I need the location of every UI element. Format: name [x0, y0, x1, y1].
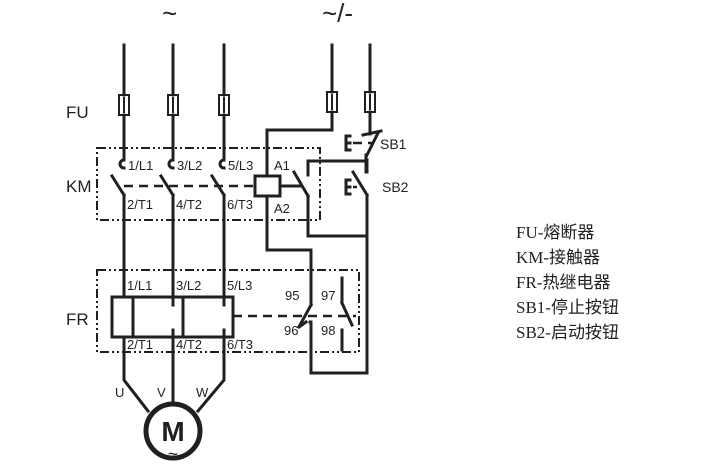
- fr-nc-contact: [297, 302, 314, 328]
- motor: [143, 401, 203, 461]
- km-contact-l1-top: [118, 158, 126, 170]
- sb2-actuator-icon: [344, 178, 352, 196]
- km-terminal-out-3: 6/T3: [227, 197, 253, 212]
- legend-item-fu: FU-熔断器: [516, 223, 595, 242]
- km-terminal-in-3: 5/L3: [228, 158, 253, 173]
- motor-lead-u: [122, 360, 151, 414]
- fr-terminal-out-1: 2/T1: [127, 337, 153, 352]
- coil-a2-label: A2: [274, 201, 290, 216]
- km-aux-contact: [291, 169, 311, 199]
- control-line-1: [265, 43, 338, 175]
- ac-supply-symbol: ~: [162, 0, 177, 28]
- legend-item-sb2: SB2-启动按钮: [516, 323, 619, 342]
- fr-terminal-in-1: 1/L1: [127, 278, 152, 293]
- phase-v-label: V: [157, 385, 166, 400]
- km-terminal-out-1: 2/T1: [127, 197, 153, 212]
- fr-terminal-out-3: 6/T3: [227, 337, 253, 352]
- phase-w-label: W: [196, 385, 209, 400]
- fr-terminal-96: 96: [284, 323, 298, 338]
- km-contact-l3-top: [218, 158, 226, 170]
- fr-terminal-in-3: 5/L3: [227, 278, 252, 293]
- km-enclosure: [96, 147, 321, 221]
- km-contact-l2-top: [167, 158, 175, 170]
- sb1-blade: [364, 130, 381, 158]
- km-terminal-in-1: 1/L1: [128, 158, 153, 173]
- fr-terminal-out-2: 4/T2: [176, 337, 202, 352]
- fr-enclosure: [96, 269, 360, 353]
- legend-item-km: KM-接触器: [516, 248, 601, 267]
- km-contact-l2-blade: [158, 173, 176, 198]
- fr-terminal-95: 95: [285, 288, 299, 303]
- control-line-2: [361, 43, 383, 174]
- fu-label: FU: [66, 103, 89, 122]
- motor-ac-symbol: ~: [168, 444, 179, 464]
- km-terminal-in-2: 3/L2: [177, 158, 202, 173]
- km-label: KM: [66, 177, 92, 196]
- coil-a1-label: A1: [274, 158, 290, 173]
- fr-terminal-in-2: 3/L2: [176, 278, 201, 293]
- sb1-actuator-icon: [344, 134, 352, 152]
- motor-lead-w: [195, 360, 226, 414]
- phase-line-l2: [158, 43, 179, 402]
- km-contact-l1-blade: [109, 173, 127, 198]
- motor-symbol: M: [161, 416, 184, 447]
- fr-terminal-97: 97: [321, 288, 335, 303]
- acdc-supply-symbol: ~/-: [322, 0, 353, 28]
- phase-u-label: U: [115, 385, 124, 400]
- km-terminal-out-2: 4/T2: [176, 197, 202, 212]
- sb2-label: SB2: [382, 179, 409, 195]
- km-coil: [253, 174, 282, 198]
- legend-item-sb1: SB1-停止按钮: [516, 298, 619, 317]
- fr-no-contact: [340, 301, 354, 327]
- fr-terminal-98: 98: [321, 323, 335, 338]
- legend-item-fr: FR-热继电器: [516, 273, 611, 292]
- legend: FU-熔断器 KM-接触器 FR-热继电器 SB1-停止按钮 SB2-启动按钮: [516, 220, 619, 345]
- sb2-blade: [350, 169, 370, 198]
- fr-label: FR: [66, 310, 89, 329]
- phase-line-l3: [209, 43, 230, 364]
- fr-thermal-element-1: [110, 295, 135, 339]
- sb1-label: SB1: [380, 136, 407, 152]
